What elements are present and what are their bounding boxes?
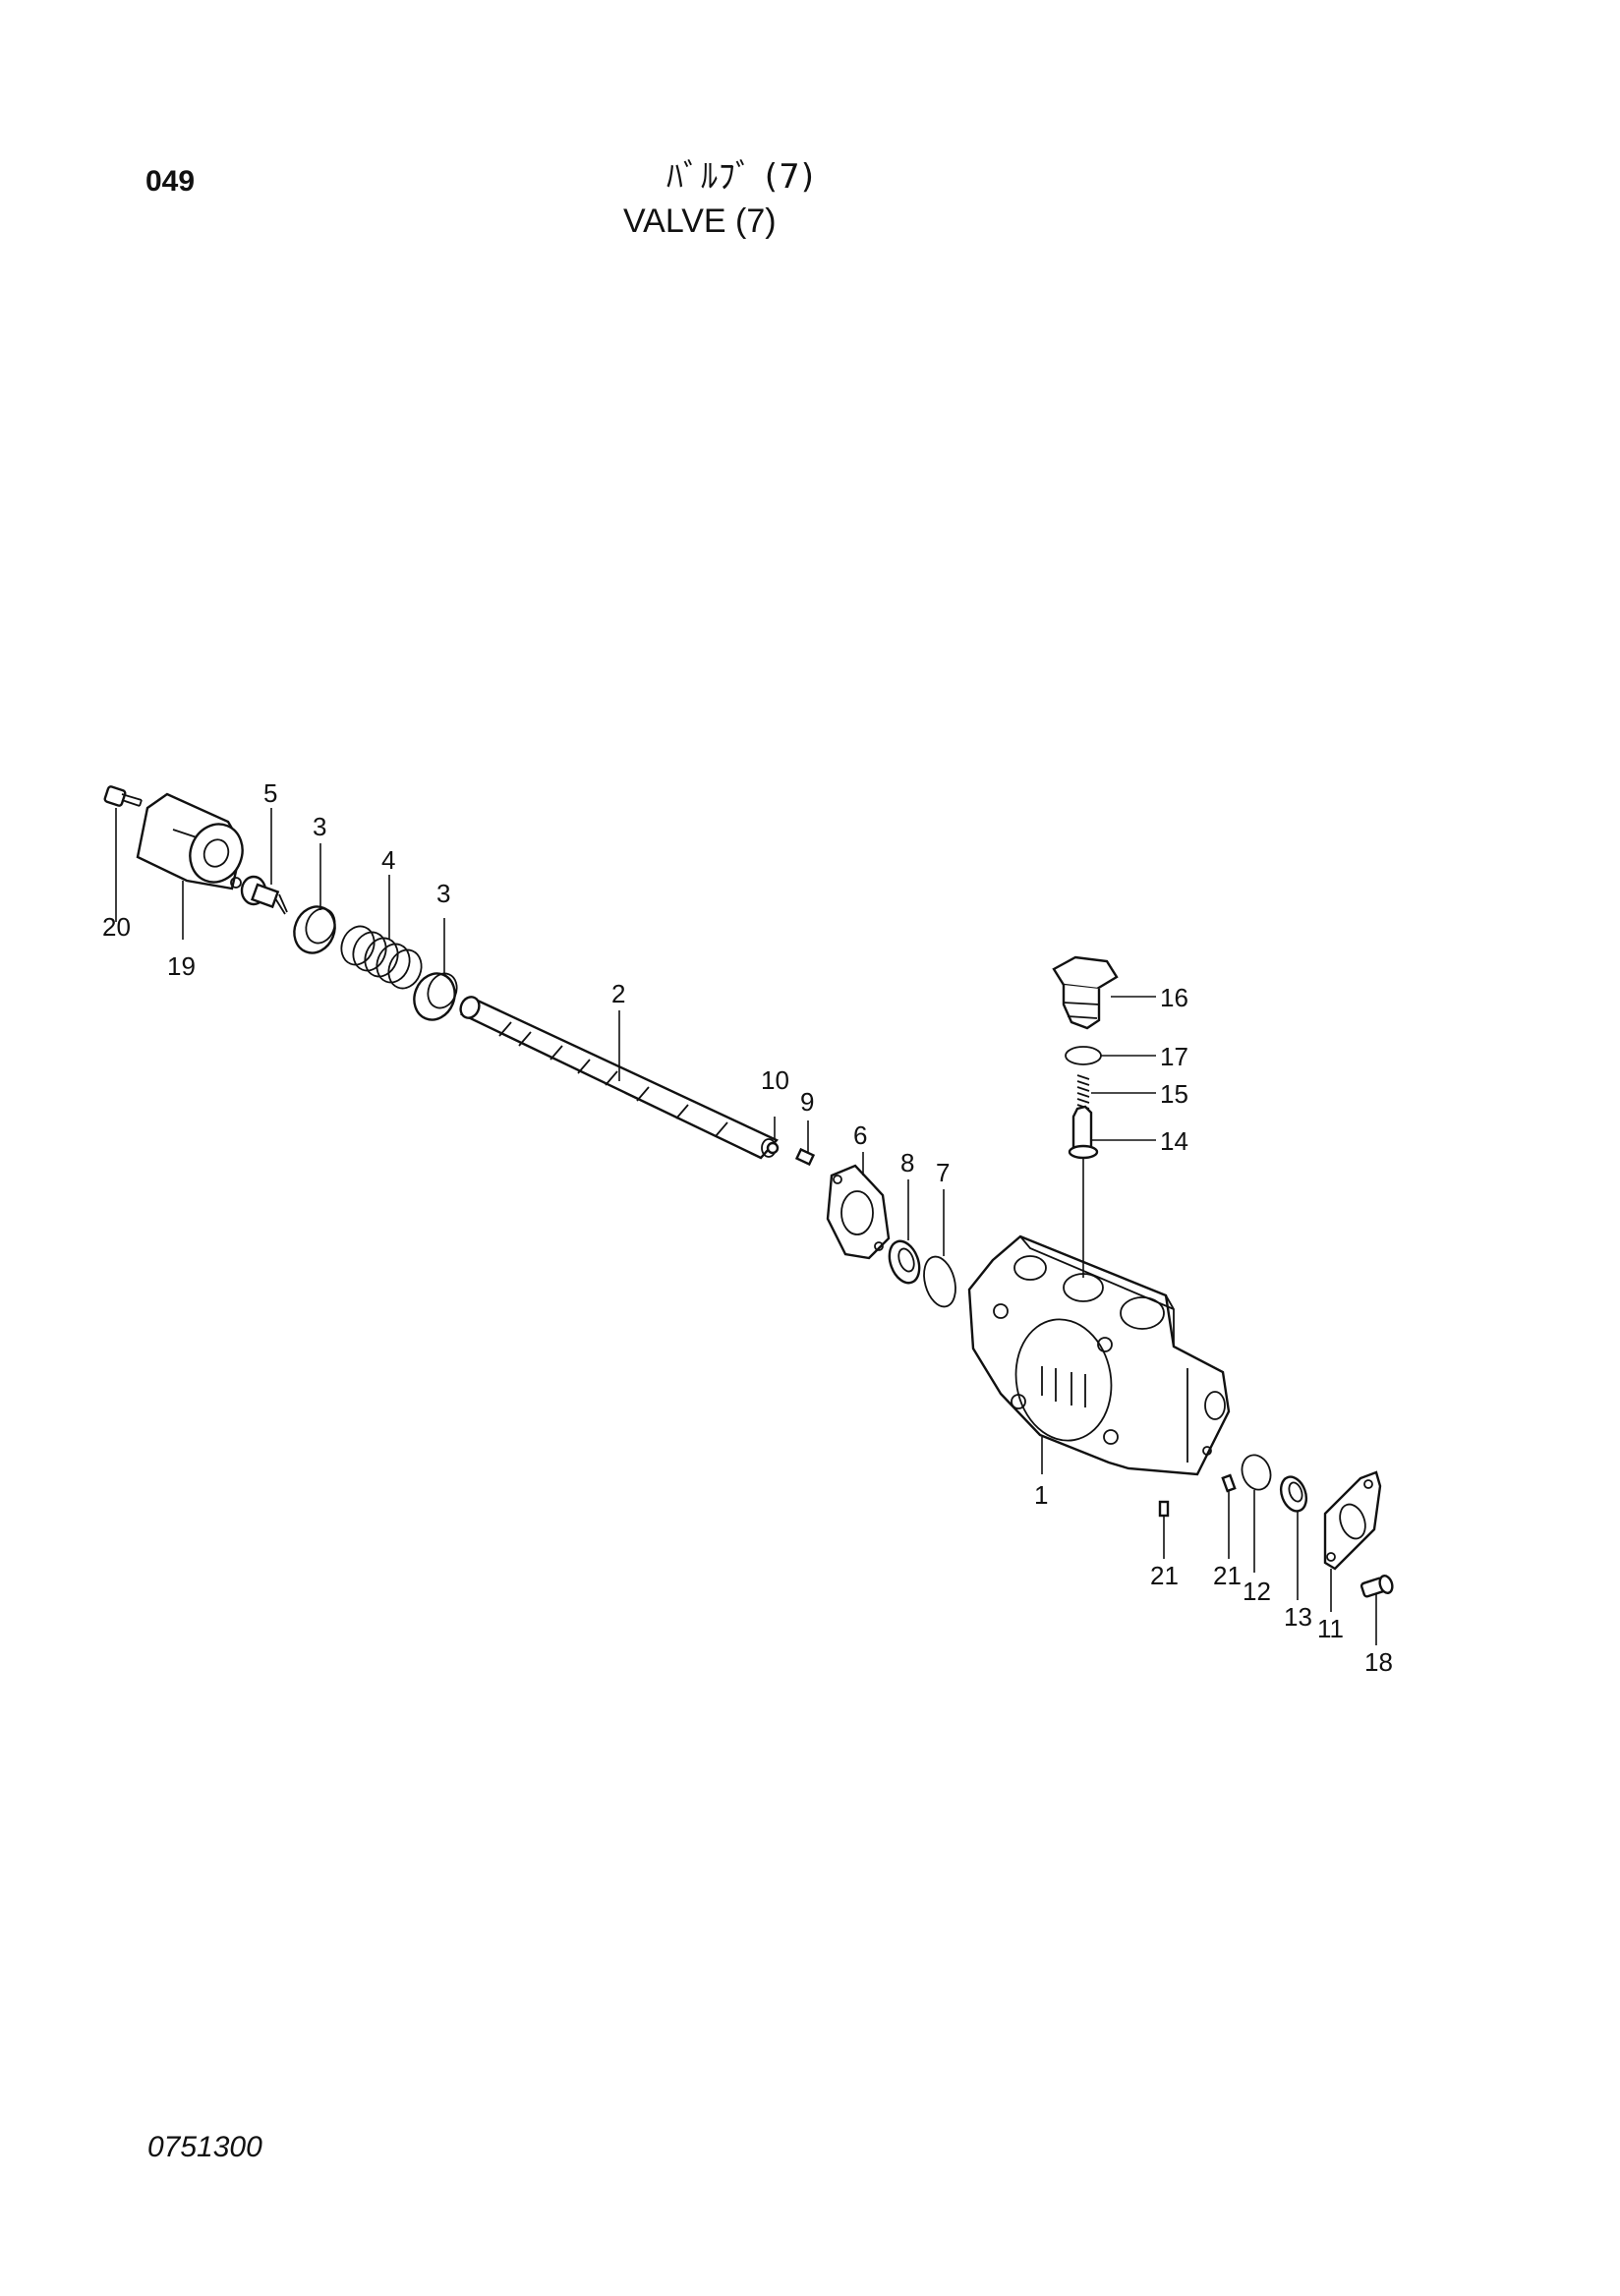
part-2-spool bbox=[459, 996, 779, 1160]
part-21-pin-a bbox=[1158, 1500, 1170, 1518]
callout-5: 5 bbox=[263, 778, 277, 808]
part-3-seat-lower bbox=[413, 972, 458, 1021]
callout-19: 19 bbox=[167, 951, 196, 981]
callout-12: 12 bbox=[1243, 1577, 1271, 1606]
part-17-o-ring bbox=[1065, 1046, 1102, 1065]
part-21-pin-b bbox=[1221, 1473, 1237, 1493]
callout-3-lower: 3 bbox=[436, 879, 450, 908]
part-16-plug bbox=[1052, 955, 1119, 1030]
callout-21-right: 21 bbox=[1213, 1561, 1242, 1590]
part-11-plate bbox=[1323, 1470, 1382, 1571]
callout-2: 2 bbox=[611, 979, 625, 1008]
callout-15: 15 bbox=[1160, 1079, 1188, 1109]
part-10-ball bbox=[766, 1141, 780, 1155]
part-13-seal bbox=[1279, 1475, 1308, 1513]
part-12-o-ring bbox=[1241, 1454, 1272, 1491]
part-7-o-ring bbox=[923, 1255, 956, 1308]
part-18-bolt bbox=[1360, 1575, 1394, 1598]
title-japanese: ﾊﾞﾙﾌﾞ (7) bbox=[666, 157, 815, 197]
part-3-seat-upper bbox=[293, 905, 336, 954]
page-number: 049 bbox=[145, 165, 196, 198]
part-5-plug bbox=[240, 875, 288, 915]
callout-11: 11 bbox=[1317, 1614, 1344, 1643]
drawing-code: 0751300 bbox=[147, 2131, 262, 2163]
part-4-spring bbox=[340, 925, 423, 990]
title-english: VALVE (7) bbox=[623, 202, 777, 240]
part-9-screw bbox=[794, 1147, 816, 1167]
callout-17: 17 bbox=[1160, 1042, 1188, 1071]
callout-16: 16 bbox=[1160, 983, 1188, 1012]
callout-20: 20 bbox=[102, 912, 131, 942]
callout-1: 1 bbox=[1034, 1480, 1048, 1510]
part-20-bolt bbox=[103, 785, 143, 807]
leader-lines bbox=[115, 808, 1377, 1645]
part-8-seal bbox=[888, 1239, 921, 1285]
callout-6: 6 bbox=[853, 1120, 867, 1150]
callout-13: 13 bbox=[1284, 1602, 1312, 1632]
callout-9: 9 bbox=[800, 1087, 814, 1117]
callout-14: 14 bbox=[1160, 1126, 1188, 1156]
part-1-housing bbox=[967, 1234, 1231, 1476]
callout-8: 8 bbox=[900, 1148, 914, 1177]
callout-7: 7 bbox=[936, 1158, 950, 1187]
part-19-cover bbox=[136, 792, 244, 890]
callout-18: 18 bbox=[1364, 1647, 1393, 1677]
callout-10: 10 bbox=[761, 1065, 789, 1095]
part-6-plate bbox=[826, 1164, 891, 1260]
part-14-poppet bbox=[1068, 1105, 1099, 1160]
callout-3-upper: 3 bbox=[313, 812, 326, 841]
callout-21-left: 21 bbox=[1150, 1561, 1179, 1590]
callout-4: 4 bbox=[381, 845, 395, 875]
part-15-spring bbox=[1076, 1074, 1090, 1110]
